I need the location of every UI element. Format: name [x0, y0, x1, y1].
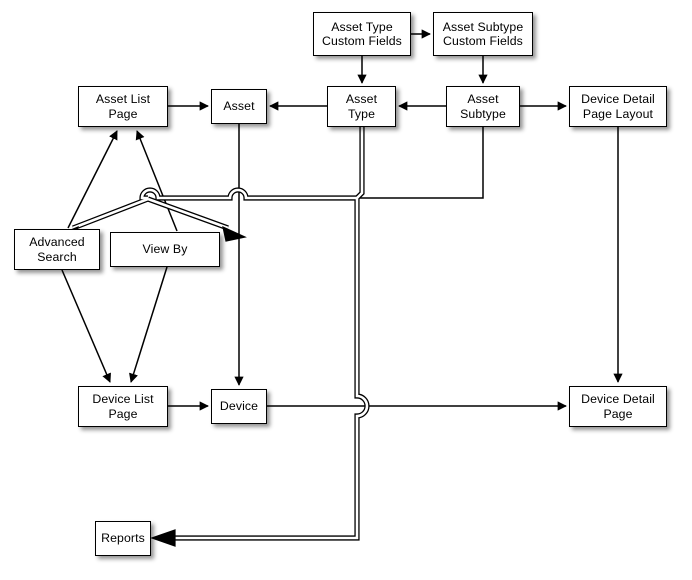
node-reports[interactable]: Reports: [95, 521, 151, 556]
bus-arrowhead-reports: [150, 529, 176, 547]
edge-view-by-to-device-list-page: [129, 266, 168, 383]
node-asset[interactable]: Asset: [211, 89, 267, 124]
node-label: Advanced Search: [29, 235, 85, 264]
node-device-detail-page[interactable]: Device Detail Page: [569, 386, 667, 427]
node-device-list-page[interactable]: Device List Page: [78, 386, 168, 427]
edge-asset-subtype-bus-feed: [360, 127, 484, 199]
node-asset-subtype-custom-fields[interactable]: Asset Subtype Custom Fields: [433, 12, 533, 56]
bus-asset-type-trunk-inner: [160, 127, 369, 540]
node-label: Device Detail Page Layout: [581, 92, 655, 121]
node-asset-type[interactable]: Asset Type: [327, 86, 396, 127]
node-label: Asset Subtype Custom Fields: [442, 19, 524, 49]
node-label: Device: [219, 399, 259, 414]
node-label: Asset Subtype: [460, 92, 506, 121]
node-asset-subtype[interactable]: Asset Subtype: [446, 86, 520, 127]
node-device[interactable]: Device: [211, 389, 267, 424]
edge-advanced-search-to-device-list-page: [61, 269, 111, 383]
edge-advanced-search-to-asset-list-page: [67, 130, 118, 229]
bus-branch-advanced-search-inner: [72, 197, 149, 230]
node-label: View By: [142, 242, 188, 257]
node-view-by[interactable]: View By: [110, 232, 220, 267]
bus-branch-view-by-inner: [147, 197, 229, 230]
node-label: Asset: [223, 99, 255, 114]
node-advanced-search[interactable]: Advanced Search: [14, 229, 100, 270]
node-label: Asset Type: [345, 92, 378, 121]
bus-horizontal-run-inner: [140, 188, 357, 200]
node-asset-type-custom-fields[interactable]: Asset Type Custom Fields: [313, 12, 411, 56]
node-device-detail-page-layout[interactable]: Device Detail Page Layout: [569, 86, 667, 127]
node-label: Device List Page: [92, 392, 154, 421]
node-label: Asset Type Custom Fields: [322, 19, 402, 49]
node-asset-list-page[interactable]: Asset List Page: [78, 86, 168, 127]
bus-arrowhead-view-by: [222, 225, 247, 242]
node-label: Reports: [101, 531, 145, 546]
node-label: Asset List Page: [95, 92, 151, 121]
bus-asset-type-trunk: [160, 127, 370, 541]
edge-view-by-to-asset-list-page: [135, 130, 178, 232]
node-label: Device Detail Page: [581, 392, 655, 421]
